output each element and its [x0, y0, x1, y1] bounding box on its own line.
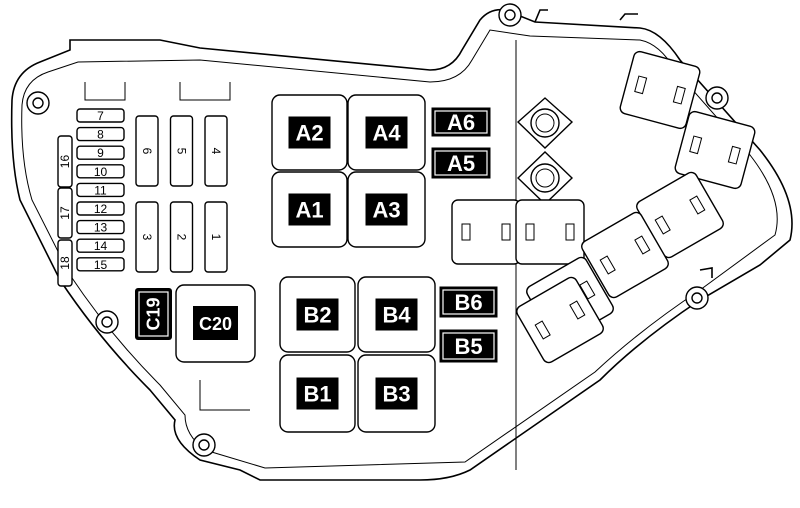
relay-label: C19 [144, 297, 164, 330]
relay-C19[interactable]: C19 [135, 288, 172, 340]
relay-B4[interactable]: B4 [357, 276, 436, 353]
connector-block [619, 50, 701, 130]
relay-label: C20 [199, 314, 232, 334]
relay-A3[interactable]: A3 [347, 171, 426, 248]
large-fuses: 6 5 4 3 2 1 [135, 115, 228, 273]
small-fuses: 7 8 9 10 11 12 13 14 15 [76, 108, 125, 272]
fuse-5[interactable]: 5 [169, 115, 194, 187]
fuse-label: 11 [94, 183, 107, 197]
relay-label: B4 [382, 303, 411, 328]
fuse-label: 10 [94, 165, 108, 179]
relay-label: A1 [295, 198, 323, 223]
relay-label: A3 [372, 198, 400, 223]
fuse-16[interactable]: 16 [57, 135, 73, 188]
fuse-label: 1 [209, 234, 223, 241]
fuse-label: 13 [94, 221, 108, 235]
mounting-hole [685, 286, 709, 310]
relay-A5[interactable]: A5 [431, 147, 491, 179]
mounting-hole [26, 91, 50, 115]
relay-label: A5 [447, 151, 475, 176]
fuse-label: 15 [94, 258, 108, 272]
fuse-label: 18 [58, 256, 72, 270]
relay-A6[interactable]: A6 [431, 107, 491, 137]
fuse-12[interactable]: 12 [76, 201, 125, 216]
fuse-11[interactable]: 11 [76, 182, 125, 197]
mounting-hole [498, 3, 522, 27]
relay-B6[interactable]: B6 [439, 286, 498, 318]
fuse-2[interactable]: 2 [169, 201, 194, 273]
fuse-label: 9 [97, 146, 104, 160]
fuse-15[interactable]: 15 [76, 257, 125, 272]
mounting-hole [705, 86, 729, 110]
fuse-4[interactable]: 4 [204, 115, 228, 187]
fuse-10[interactable]: 10 [76, 164, 125, 179]
fuse-1[interactable]: 1 [204, 201, 228, 273]
relay-label: B1 [303, 382, 331, 407]
relay-label: A4 [372, 121, 401, 146]
fuse-6[interactable]: 6 [135, 115, 159, 187]
fuse-label: 17 [58, 206, 72, 220]
connector-block [515, 199, 585, 265]
fuse-label: 4 [209, 148, 223, 155]
fuse-label: 12 [94, 202, 108, 216]
relay-label: B5 [454, 334, 482, 359]
connector-block [636, 171, 724, 259]
housing-inner-outline [21, 29, 778, 469]
side-fuses: 16 17 18 [57, 135, 73, 287]
fuse-label: 7 [97, 109, 104, 123]
relay-B5[interactable]: B5 [439, 329, 498, 363]
fuse-7[interactable]: 7 [76, 108, 125, 123]
relay-A2[interactable]: A2 [271, 94, 348, 171]
relay-B1[interactable]: B1 [279, 354, 356, 433]
relay-A1[interactable]: A1 [271, 171, 348, 248]
connector-block [451, 199, 521, 265]
fuse-14[interactable]: 14 [76, 238, 125, 253]
relay-label: A6 [447, 110, 475, 135]
relay-label: B3 [382, 382, 410, 407]
fuse-18[interactable]: 18 [57, 239, 73, 287]
relay-B2[interactable]: B2 [279, 276, 356, 353]
relay-label: A2 [295, 121, 323, 146]
fuse-9[interactable]: 9 [76, 145, 125, 160]
mounting-hole [95, 310, 119, 334]
fuse-label: 3 [140, 234, 154, 241]
fuse-17[interactable]: 17 [57, 187, 73, 239]
connector-block [581, 211, 669, 299]
fuse-label: 5 [175, 148, 189, 155]
fuse-label: 2 [175, 234, 189, 241]
relay-C20[interactable]: C20 [175, 284, 256, 363]
fuse-label: 14 [94, 239, 108, 253]
fuse-label: 16 [58, 155, 72, 169]
relay-A4[interactable]: A4 [347, 94, 426, 171]
mounting-hole [192, 433, 216, 457]
fuse-8[interactable]: 8 [76, 126, 125, 142]
tab-marks [534, 9, 713, 278]
clip-marks [84, 82, 250, 411]
mounting-holes [26, 3, 729, 457]
connector-block [516, 276, 604, 364]
relay-label: B6 [454, 290, 482, 315]
relay-label: B2 [303, 303, 331, 328]
round-connectors [516, 97, 574, 205]
fuse-label: 8 [97, 128, 104, 142]
fuse-13[interactable]: 13 [76, 219, 125, 235]
relay-B3[interactable]: B3 [357, 354, 436, 433]
fuse-3[interactable]: 3 [135, 201, 159, 273]
fuse-label: 6 [140, 148, 154, 155]
connector-block [674, 110, 756, 190]
connector-blocks [451, 50, 756, 364]
